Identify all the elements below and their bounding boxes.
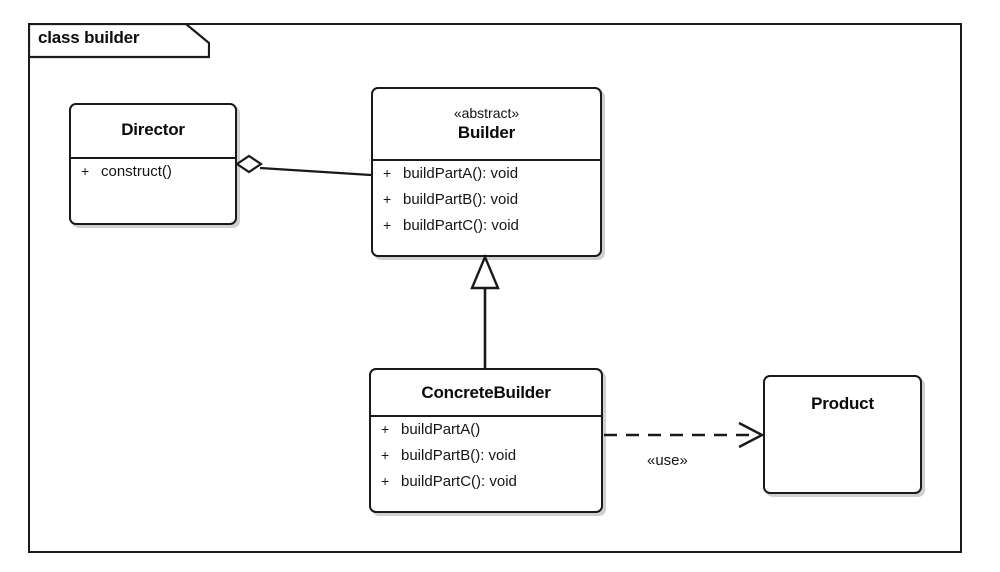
- diagram-frame: [28, 23, 962, 553]
- member-list-concretebuilder: + buildPartA() + buildPartB(): void + bu…: [371, 421, 601, 499]
- member-visibility: +: [383, 191, 392, 207]
- compartment-divider-concretebuilder: [371, 415, 601, 417]
- member-list-builder: + buildPartA(): void + buildPartB(): voi…: [373, 165, 600, 243]
- class-name-builder: Builder: [457, 123, 516, 142]
- class-name-director: Director: [121, 120, 185, 139]
- member-row[interactable]: + construct(): [71, 163, 235, 189]
- member-signature: buildPartA(): [401, 421, 481, 438]
- frame-label: class builder: [38, 28, 140, 47]
- class-header-concretebuilder: ConcreteBuilder: [371, 370, 601, 415]
- class-header-builder: «abstract» Builder: [373, 89, 600, 159]
- member-row[interactable]: + buildPartB(): void: [373, 191, 600, 217]
- compartment-divider-builder: [373, 159, 600, 161]
- member-visibility: +: [383, 217, 392, 233]
- member-row[interactable]: + buildPartC(): void: [373, 217, 600, 243]
- class-box-product[interactable]: Product: [763, 375, 922, 494]
- class-name-concretebuilder: ConcreteBuilder: [421, 383, 551, 402]
- frame-name-tab: [27, 22, 211, 59]
- class-stereotype-builder: «abstract»: [453, 105, 520, 121]
- member-row[interactable]: + buildPartA(): void: [373, 165, 600, 191]
- member-row[interactable]: + buildPartC(): void: [371, 473, 601, 499]
- member-visibility: +: [381, 421, 390, 437]
- member-visibility: +: [81, 163, 90, 179]
- member-signature: construct(): [101, 163, 172, 180]
- member-signature: buildPartC(): void: [401, 473, 517, 490]
- member-visibility: +: [381, 447, 390, 463]
- member-row[interactable]: + buildPartB(): void: [371, 447, 601, 473]
- member-visibility: +: [381, 473, 390, 489]
- dependency-label: «use»: [647, 452, 688, 469]
- member-list-director: + construct(): [71, 163, 235, 189]
- class-header-director: Director: [71, 105, 235, 157]
- member-signature: buildPartC(): void: [403, 217, 519, 234]
- member-signature: buildPartB(): void: [401, 447, 517, 464]
- member-visibility: +: [383, 165, 392, 181]
- class-name-product: Product: [811, 394, 874, 413]
- class-box-builder[interactable]: «abstract» Builder + buildPartA(): void …: [371, 87, 602, 257]
- member-row[interactable]: + buildPartA(): [371, 421, 601, 447]
- class-box-concretebuilder[interactable]: ConcreteBuilder + buildPartA() + buildPa…: [369, 368, 603, 513]
- compartment-divider-director: [71, 157, 235, 159]
- class-box-director[interactable]: Director + construct(): [69, 103, 237, 225]
- member-signature: buildPartB(): void: [403, 191, 519, 208]
- class-header-product: Product: [765, 377, 920, 427]
- member-signature: buildPartA(): void: [403, 165, 519, 182]
